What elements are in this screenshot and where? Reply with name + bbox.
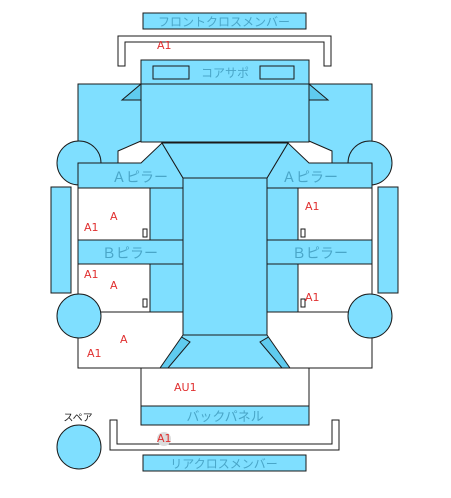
left-front-door-mark-a: A bbox=[110, 210, 118, 223]
front-bumper-outline[interactable] bbox=[117, 35, 332, 67]
left-rear-quarter-mark-a: A bbox=[120, 333, 128, 346]
left-b-pillar-label: Ｂピラー bbox=[102, 246, 158, 262]
left-front-door-mark-a1: A1 bbox=[84, 221, 99, 234]
headlight-right[interactable] bbox=[259, 65, 295, 80]
rear-cross-member-label: リアクロスメンバー bbox=[170, 457, 277, 471]
right-a-pillar-label: Ａピラー bbox=[282, 170, 338, 186]
left-rear-door-glass[interactable] bbox=[149, 263, 184, 313]
right-rear-door-handle bbox=[300, 298, 306, 308]
rear-right-wheel[interactable] bbox=[347, 293, 393, 339]
roof-panel[interactable] bbox=[182, 177, 268, 346]
right-rear-door-mark-a1: A1 bbox=[305, 291, 320, 304]
left-a-pillar-label: Ａピラー bbox=[112, 170, 168, 186]
right-b-pillar-label: Ｂピラー bbox=[292, 246, 348, 262]
rear-left-wheel[interactable] bbox=[56, 293, 102, 339]
front-cross-member-label: フロントクロスメンバー bbox=[158, 15, 290, 29]
left-rear-door-handle bbox=[142, 298, 148, 308]
trunk-floor-mark: AU1 bbox=[174, 381, 197, 394]
left-rear-quarter-mark-a1-low: A1 bbox=[87, 347, 102, 360]
right-front-door-mark-a1: A1 bbox=[305, 200, 320, 213]
left-rocker-panel[interactable] bbox=[50, 186, 72, 294]
rear-cross-mark: A1 bbox=[157, 432, 172, 445]
left-b-pillar[interactable] bbox=[77, 239, 184, 265]
left-front-door-handle bbox=[142, 228, 148, 238]
right-b-pillar[interactable] bbox=[266, 239, 373, 265]
spare-label: スペア bbox=[63, 413, 92, 424]
right-rear-door-glass[interactable] bbox=[266, 263, 299, 313]
rear-bumper-outline[interactable] bbox=[109, 419, 340, 451]
front-cross-mark: A1 bbox=[157, 39, 172, 52]
right-front-door[interactable] bbox=[297, 187, 373, 241]
core-support-label: コアサポ bbox=[201, 66, 249, 80]
left-front-door[interactable] bbox=[77, 187, 151, 241]
rear-bumper-marker bbox=[157, 432, 171, 446]
right-front-door-glass[interactable] bbox=[266, 187, 299, 241]
rear-cross-member-panel[interactable] bbox=[142, 454, 307, 472]
windshield[interactable] bbox=[161, 142, 289, 179]
back-panel-label: バックパネル bbox=[186, 410, 263, 425]
trunk-floor[interactable] bbox=[140, 367, 310, 407]
left-rear-door-mark-a: A bbox=[110, 279, 118, 292]
back-panel[interactable] bbox=[140, 405, 310, 426]
left-rear-quarter[interactable] bbox=[77, 311, 184, 369]
left-rear-door-mark-a1: A1 bbox=[84, 268, 99, 281]
right-rocker-panel[interactable] bbox=[377, 186, 399, 294]
spare-tire[interactable] bbox=[56, 424, 102, 470]
headlight-left[interactable] bbox=[152, 65, 190, 80]
front-cross-member-panel[interactable] bbox=[142, 12, 307, 30]
right-front-door-handle bbox=[300, 228, 306, 238]
left-front-door-glass[interactable] bbox=[149, 187, 184, 241]
